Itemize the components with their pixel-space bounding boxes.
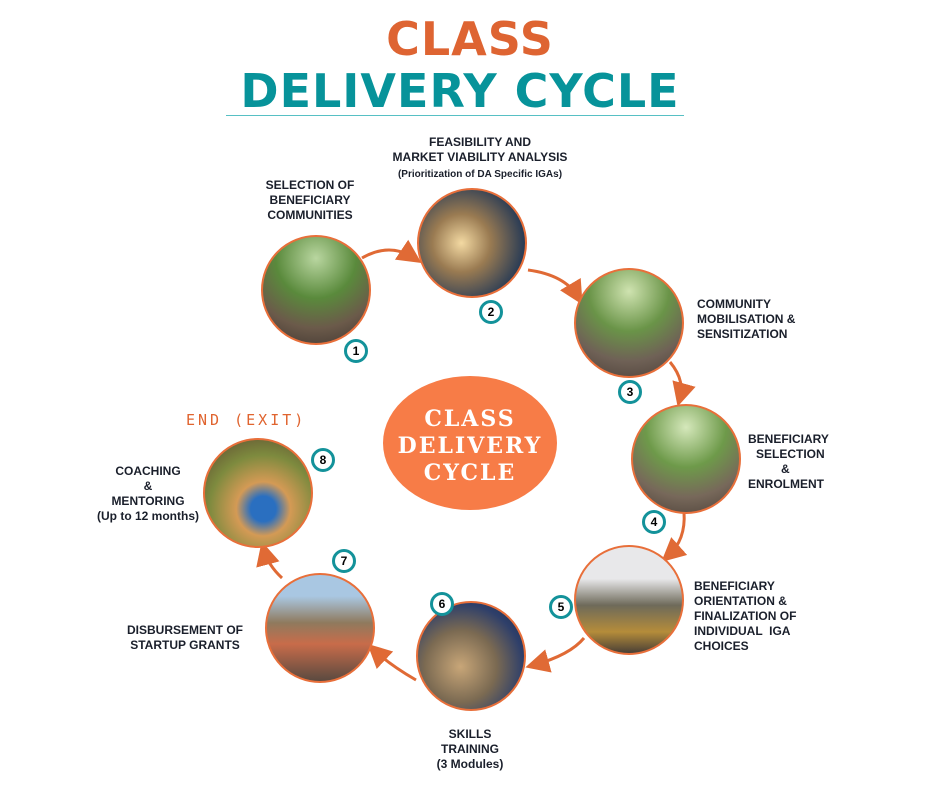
label-line: FEASIBILITY AND (428, 135, 531, 149)
label-line: MENTORING (111, 494, 185, 508)
label-line: COACHING (115, 464, 181, 478)
label-line: FINALIZATION OF (694, 609, 797, 623)
label-line: SENSITIZATION (697, 327, 788, 341)
step-4-photo (631, 404, 741, 514)
label-line: INDIVIDUAL IGA (694, 624, 791, 638)
label-line: BENEFICIARY (748, 432, 829, 446)
step-3-photo (574, 268, 684, 378)
arrow-1-2 (361, 239, 422, 263)
label-line: BENEFICIARY (694, 579, 775, 593)
step-badge-2: 2 (479, 300, 503, 324)
label-line: MARKET VIABILITY ANALYSIS (392, 150, 568, 164)
label-line: & (143, 479, 153, 493)
step-badge-6: 6 (430, 592, 454, 616)
arrow-4-5 (661, 511, 688, 562)
end-exit-label: END (EXIT) (186, 411, 307, 429)
title-line-2: DELIVERY CYCLE (240, 64, 680, 118)
step-badge-5: 5 (549, 595, 573, 619)
label-line: DISBURSEMENT OF (126, 623, 243, 637)
label-subtitle: (3 Modules) (436, 757, 504, 771)
label-line: SELECTION OF (265, 178, 355, 192)
step-badge-8: 8 (311, 448, 335, 472)
arrow-7-8 (256, 541, 284, 580)
step-badge-4: 4 (642, 510, 666, 534)
label-line: CHOICES (694, 639, 749, 653)
label-line: COMMUNITY (697, 297, 771, 311)
label-line: TRAINING (441, 742, 499, 756)
arrow-2-3 (527, 268, 583, 305)
center-line: DELIVERY (397, 433, 543, 459)
label-line: SKILLS (448, 727, 492, 741)
step-badge-1: 1 (344, 339, 368, 363)
arrow-6-7 (367, 643, 417, 682)
label-subtitle: (Up to 12 months) (97, 509, 199, 523)
label-line: MOBILISATION & (697, 312, 796, 326)
arrow-5-6 (525, 637, 586, 673)
center-line: CYCLE (423, 460, 517, 486)
label-line: ORIENTATION & (694, 594, 787, 608)
step-badge-7: 7 (332, 549, 356, 573)
title-underline (226, 115, 684, 116)
label-subtitle: (Prioritization of DA Specific IGAs) (397, 169, 563, 180)
arrow-3-4 (668, 361, 696, 407)
center-ellipse: CLASS DELIVERY CYCLE (383, 376, 557, 510)
step-6-photo (416, 601, 526, 711)
center-line: CLASS (424, 406, 516, 432)
step-1-photo (261, 235, 371, 345)
label-line: BENEFICIARY (269, 193, 351, 207)
title-line-1: CLASS (386, 12, 554, 66)
step-5-photo (574, 545, 684, 655)
label-line: COMMUNITIES (267, 208, 353, 222)
label-line: & (781, 462, 790, 476)
step-2-photo (417, 188, 527, 298)
label-line: STARTUP GRANTS (130, 638, 240, 652)
label-line: SELECTION (756, 447, 825, 461)
label-line: ENROLMENT (748, 477, 824, 491)
step-7-photo (265, 573, 375, 683)
step-8-photo (203, 438, 313, 548)
step-8-label: COACHING&MENTORING(Up to 12 months) (88, 464, 208, 524)
step-badge-3: 3 (618, 380, 642, 404)
